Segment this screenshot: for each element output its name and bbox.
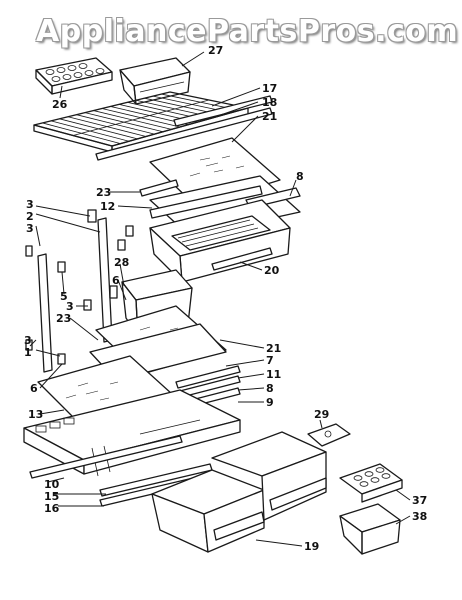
callout-28: 28 bbox=[114, 256, 129, 269]
callout-8-lower: 8 bbox=[266, 382, 274, 395]
bin-38 bbox=[339, 503, 401, 555]
crisper-drawer-19 bbox=[151, 431, 327, 553]
callout-3-c: 3 bbox=[66, 300, 74, 313]
control-knob-29 bbox=[307, 423, 351, 447]
callout-8-upper: 8 bbox=[296, 170, 304, 183]
callout-27: 27 bbox=[208, 44, 223, 57]
callout-6-upper: 6 bbox=[112, 274, 120, 287]
meat-drawer-20 bbox=[149, 199, 291, 283]
callout-12: 12 bbox=[100, 200, 115, 213]
callout-1: 1 bbox=[24, 346, 32, 359]
callout-13: 13 bbox=[28, 408, 43, 421]
crisper-frame-13 bbox=[23, 389, 241, 477]
callout-19: 19 bbox=[304, 540, 319, 553]
callout-21-middle: 21 bbox=[266, 342, 281, 355]
callout-3-a: 3 bbox=[26, 198, 34, 211]
callout-21-upper: 21 bbox=[262, 110, 277, 123]
callout-26: 26 bbox=[52, 98, 68, 111]
callout-29: 29 bbox=[314, 408, 329, 421]
callout-15: 15 bbox=[44, 490, 59, 503]
egg-tray-26 bbox=[35, 57, 113, 95]
watermark: AppliancePartsPros.com bbox=[36, 14, 459, 49]
callout-9: 9 bbox=[266, 396, 274, 409]
callout-17: 17 bbox=[262, 82, 277, 95]
callout-38: 38 bbox=[412, 510, 427, 523]
dairy-bin-27 bbox=[119, 57, 191, 105]
callout-6-lower: 6 bbox=[30, 382, 38, 395]
callout-16: 16 bbox=[44, 502, 60, 515]
callout-23-lower: 23 bbox=[56, 312, 71, 325]
callout-23-upper: 23 bbox=[96, 186, 111, 199]
callout-5: 5 bbox=[60, 290, 68, 303]
drawer-rails-15 bbox=[29, 435, 213, 507]
callout-2: 2 bbox=[26, 210, 34, 223]
leader-lines bbox=[29, 51, 411, 547]
callout-10: 10 bbox=[44, 478, 60, 491]
shelf-bracket-2 bbox=[25, 209, 134, 373]
shelf-rail-18 bbox=[95, 95, 273, 161]
callout-11: 11 bbox=[266, 368, 281, 381]
callout-labels: 26 27 17 18 21 8 23 12 20 3 2 3 28 6 5 3… bbox=[24, 44, 427, 553]
callout-18: 18 bbox=[262, 96, 277, 109]
callout-20: 20 bbox=[264, 264, 280, 277]
callout-3-d: 3 bbox=[24, 334, 32, 347]
callout-3-b: 3 bbox=[26, 222, 34, 235]
callout-37: 37 bbox=[412, 494, 427, 507]
callout-7: 7 bbox=[266, 354, 274, 367]
egg-tray-37 bbox=[339, 463, 403, 503]
